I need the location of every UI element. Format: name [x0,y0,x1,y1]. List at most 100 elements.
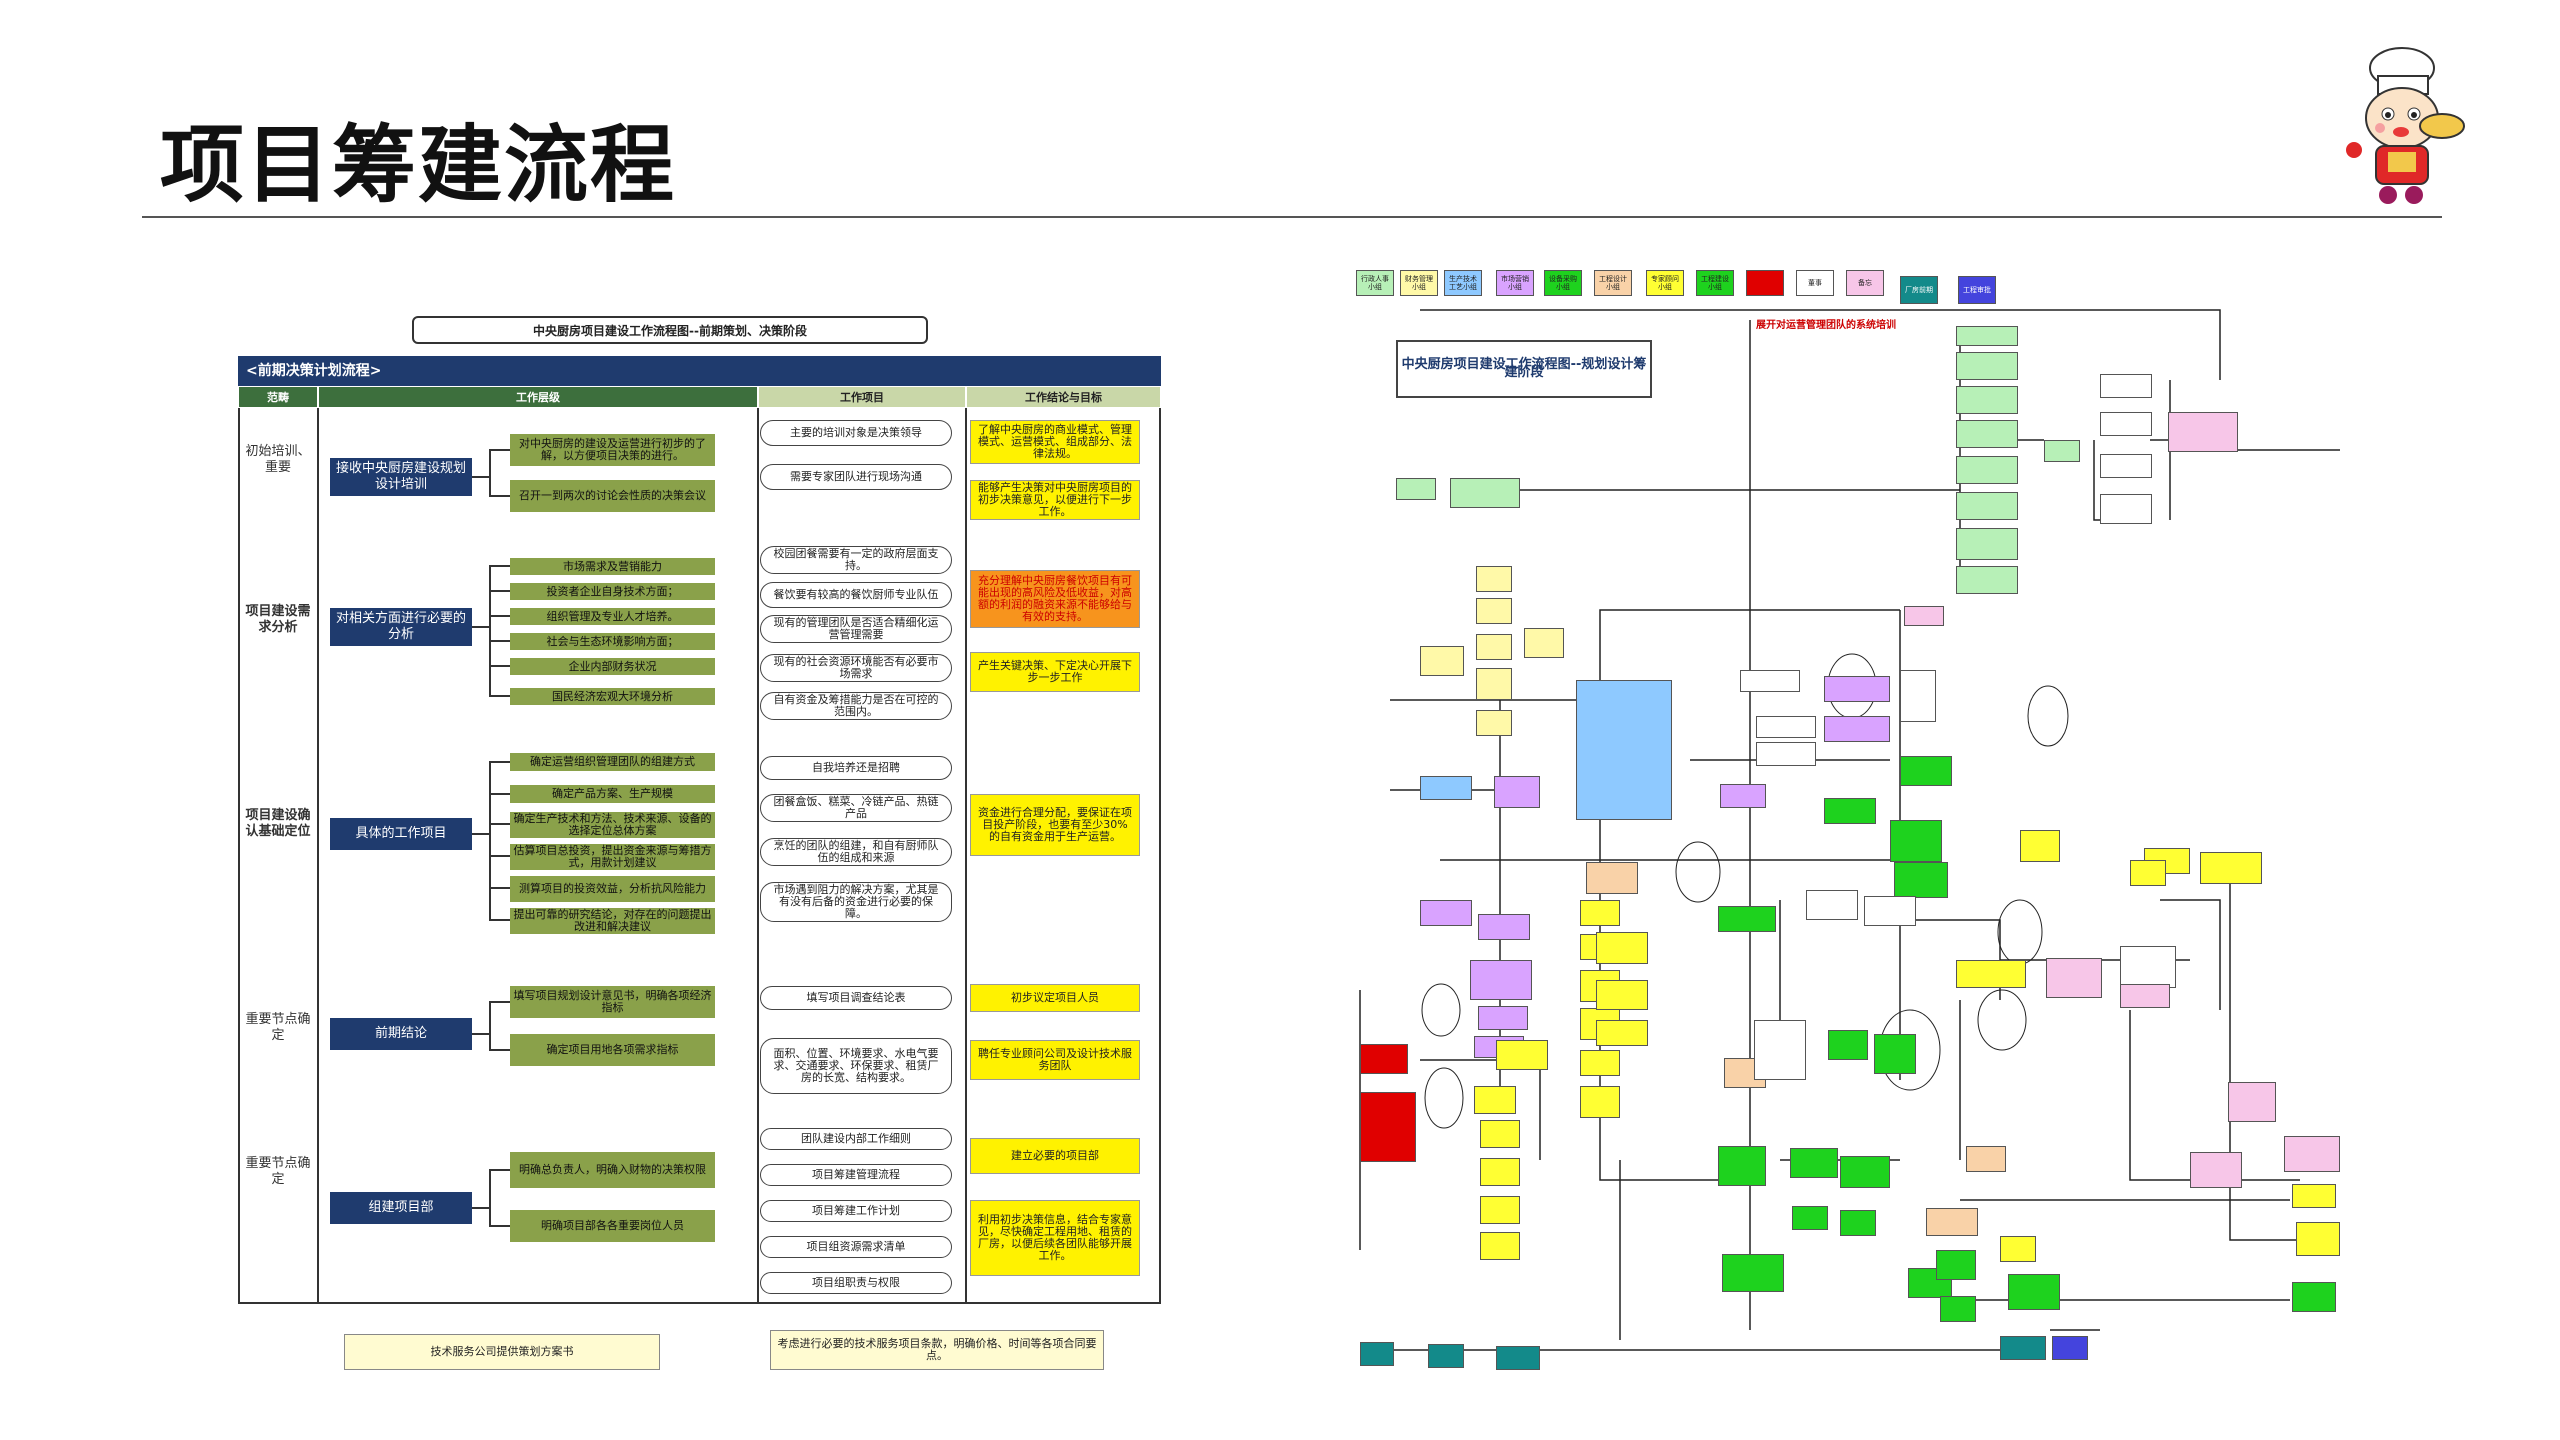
flow-node [1476,634,1512,660]
legend-item: 工程审批 [1958,276,1996,304]
flow-node [1476,710,1512,736]
left-chart-title: 中央厨房项目建设工作流程图--前期策划、决策阶段 [412,316,928,344]
category-label: 项目建设确认基础定位 [245,808,311,839]
right-chart-title: 中央厨房项目建设工作流程图--规划设计筹建阶段 [1396,340,1652,398]
work-item: 项目组资源需求清单 [760,1236,952,1258]
flow-node [1470,960,1532,1000]
flow-node [1824,716,1890,742]
chef-mascot-logo [2346,47,2465,204]
flow-node [2020,830,2060,862]
flow-node [1580,900,1620,926]
flow-node [1496,1346,1540,1370]
flow-node [2052,1336,2088,1360]
level1-box: 组建项目部 [330,1192,472,1224]
flow-node [1806,890,1858,920]
flow-node [1874,1034,1916,1074]
result-box: 建立必要的项目部 [970,1138,1140,1174]
header-level: 工作层级 [318,386,758,408]
flow-node [1890,820,1942,862]
category-label: 重要节点确定 [245,1012,311,1043]
legend-item: 设备采购小组 [1544,270,1582,296]
result-box: 利用初步决策信息，结合专家意见，尽快确定工程用地、租赁的厂房，以便后续各团队能够… [970,1200,1140,1276]
level2-box: 确定项目用地各项需求指标 [510,1034,715,1066]
work-item: 校园团餐需要有一定的政府层面支持。 [760,546,952,574]
flow-node [1496,1040,1548,1070]
flow-node [1478,1006,1528,1030]
flow-node [2100,494,2152,524]
flow-node [2168,412,2238,452]
level2-box: 确定生产技术和方法、技术来源、设备的选择定位总体方案 [510,812,715,838]
legend-item: 专家顾问小组 [1646,270,1684,296]
category-label: 初始培训、重要 [245,444,311,475]
flow-node [1596,1020,1648,1046]
flow-node [1956,456,2018,484]
legend-item: 行政人事小组 [1356,270,1394,296]
work-item: 市场遇到阻力的解决方案，尤其是有没有后备的资金进行必要的保障。 [760,882,952,922]
flow-node [1360,1092,1416,1162]
category-label: 项目建设需求分析 [245,604,311,635]
flow-node [1756,742,1816,766]
flow-node [1864,896,1916,926]
legend-item: 生产技术工艺小组 [1444,270,1482,296]
work-item: 团队建设内部工作细则 [760,1128,952,1150]
legend-item: 市场营销小组 [1496,270,1534,296]
flow-node [1926,1208,1978,1236]
flow-node [1474,1086,1516,1114]
level1-box: 前期结论 [330,1018,472,1050]
flow-node [1740,670,1800,692]
flow-node [1908,1268,1952,1298]
flow-node [1428,1344,1464,1368]
work-item: 面积、位置、环境要求、水电气要求、交通要求、环保要求、租赁厂房的长宽、结构要求。 [760,1038,952,1094]
flow-node [2284,1136,2340,1172]
flow-node [1754,1020,1806,1080]
work-item: 主要的培训对象是决策领导 [760,420,952,446]
work-item: 自有资金及筹措能力是否在可控的范围内。 [760,692,952,720]
level2-box: 测算项目的投资效益，分析抗风险能力 [510,876,715,902]
flow-node [1792,1206,1828,1230]
work-item: 烹饪的团队的组建，和自有厨师队伍的组成和来源 [760,838,952,866]
flow-node [1956,420,2018,448]
level2-box: 明确项目部各各重要岗位人员 [510,1210,715,1242]
right-chart-subtitle: 展开对运营管理团队的系统培训 [1756,320,1896,331]
level1-box: 对相关方面进行必要的分析 [330,608,472,646]
flow-node [2190,1152,2242,1188]
bottom-note: 考虑进行必要的技术服务项目条款，明确价格、时间等各项合同要点。 [770,1330,1104,1370]
work-item: 现有的社会资源环境能否有必要市场需求 [760,654,952,682]
page-title: 项目筹建流程 [160,116,677,214]
level2-box: 填写项目规划设计意见书，明确各项经济指标 [510,986,715,1018]
legend-item: 备忘 [1846,270,1884,296]
flow-node [2000,1236,2036,1262]
flow-node [1956,960,2026,988]
flow-node [1720,784,1766,808]
header-items: 工作项目 [758,386,966,408]
flow-node [1956,566,2018,594]
flow-node [1476,566,1512,592]
flow-node [1828,1030,1868,1060]
header-results: 工作结论与目标 [966,386,1161,408]
flow-node [1722,1254,1784,1292]
flow-node [1420,900,1472,926]
legend-item: 工程设计小组 [1594,270,1632,296]
flow-node [1476,668,1512,700]
work-item: 餐饮要有较高的餐饮厨师专业队伍 [760,582,952,608]
level2-box: 确定产品方案、生产规模 [510,785,715,803]
legend-item: 工程建设小组 [1696,270,1734,296]
flow-node [2200,852,2262,884]
level2-box: 组织管理及专业人才培养。 [510,608,715,625]
flow-node [1576,680,1672,820]
work-item: 填写项目调查结论表 [760,986,952,1010]
level2-box: 估算项目总投资，提出资金来源与筹措方式，用款计划建议 [510,844,715,870]
col-divider-2 [757,408,759,1304]
flow-node [1360,1044,1408,1074]
category-label: 重要节点确定 [245,1156,311,1187]
flow-node [1840,1210,1876,1236]
flow-node [2120,984,2170,1008]
flow-node [1936,1250,1976,1280]
result-box-highlight: 充分理解中央厨房餐饮项目有可能出现的高风险及低收益，对高额的利润的融资来源不能够… [970,570,1140,628]
flow-node [2008,1274,2060,1310]
level2-box: 国民经济宏观大环境分析 [510,688,715,705]
flow-node [1596,932,1648,964]
flow-node [1956,492,2018,520]
flow-node [1420,646,1464,676]
